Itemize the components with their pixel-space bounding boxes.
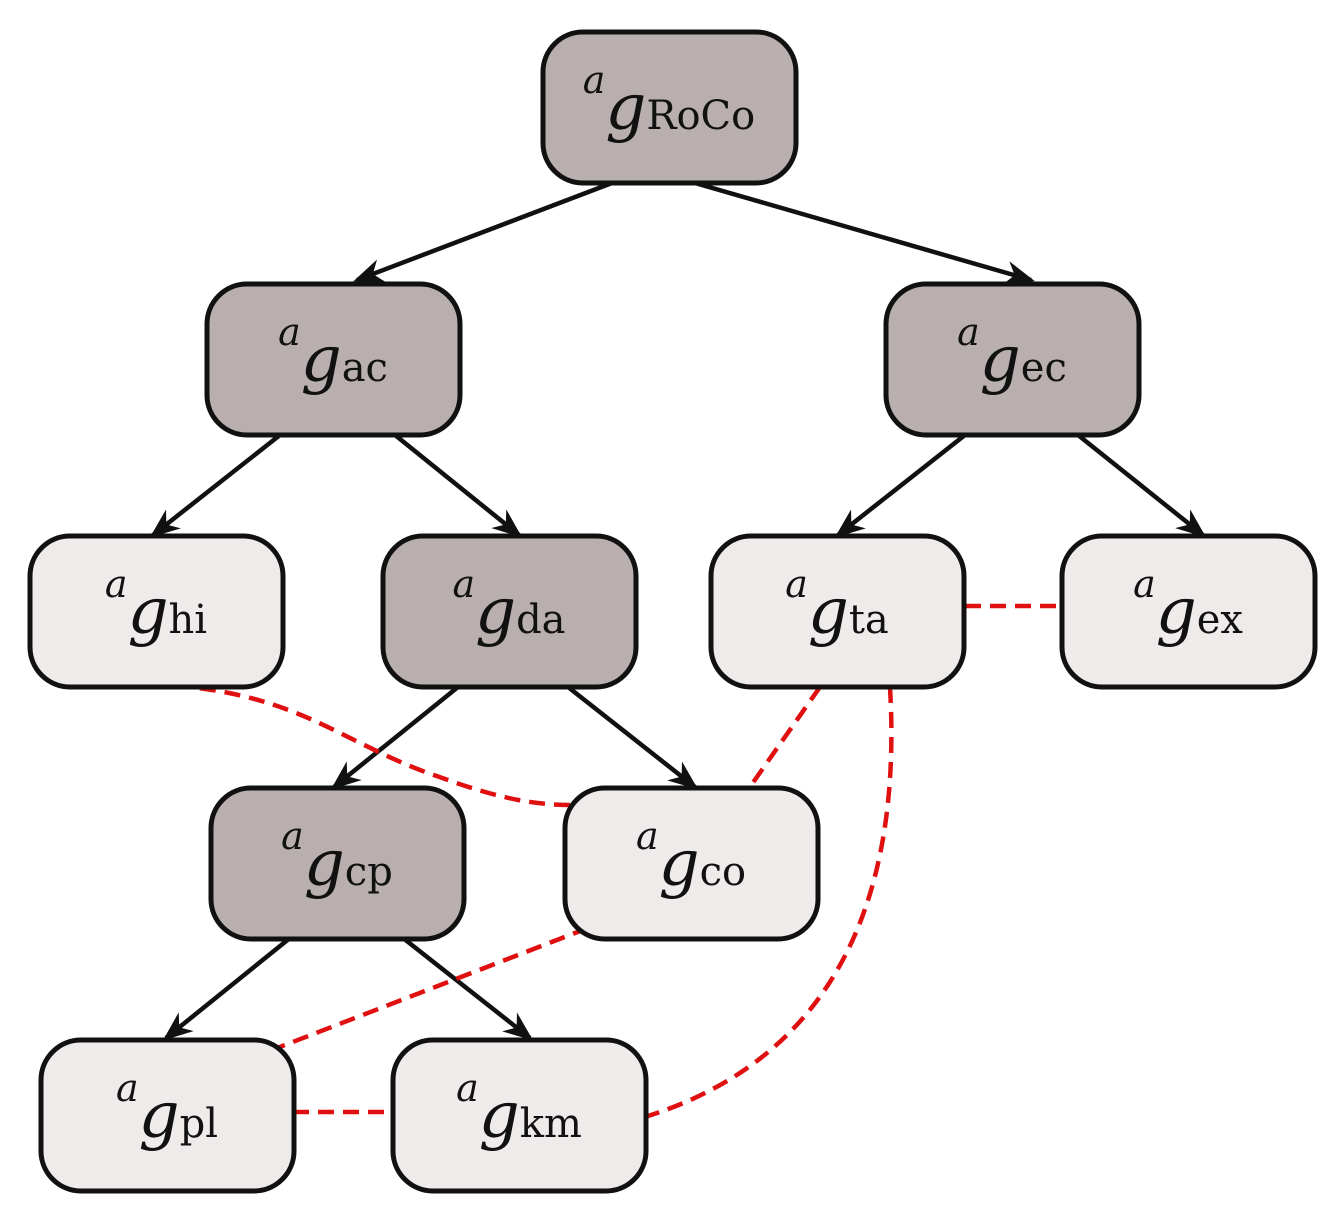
svg-text:agkm: agkm [456,1066,582,1153]
node-co: agco [562,785,821,942]
svg-text:agcp: agcp [281,814,393,901]
svg-text:agRoCo: agRoCo [583,58,756,145]
node-hi-prefix: a [105,562,128,606]
svg-text:agpl: agpl [116,1066,218,1153]
svg-text:agda: agda [452,562,565,649]
node-roco-symbol: g [605,71,646,145]
node-ac-subscript: ac [342,345,388,391]
svg-text:agec: agec [957,310,1067,397]
edge-da-co [566,685,699,790]
svg-text:aghi: aghi [105,562,207,649]
tree-edges [149,180,1207,1041]
node-ec-subscript: ec [1021,345,1067,391]
node-roco: agRoCo [540,29,799,186]
edge-cp-pl [162,936,292,1041]
edge-ac-da [393,433,523,538]
link-ta-co [750,685,822,786]
edge-da-cp [330,685,460,790]
node-ta: agta [708,533,967,690]
node-da-prefix: a [452,562,475,606]
edge-roco-ac [353,180,613,283]
node-ac-prefix: a [278,310,301,354]
node-ac-symbol: g [301,323,342,397]
node-km-symbol: g [479,1079,520,1153]
edge-ec-ex [1076,433,1207,538]
link-edges [149,603,1060,1120]
node-km: agkm [390,1037,649,1194]
node-pl-prefix: a [116,1066,139,1110]
node-ac: agac [204,281,463,438]
node-km-subscript: km [520,1101,582,1147]
node-ec-prefix: a [957,310,980,354]
node-da-symbol: g [475,575,516,649]
node-cp-symbol: g [304,827,345,901]
node-co-prefix: a [636,814,659,858]
node-pl-subscript: pl [180,1101,218,1147]
node-ta-symbol: g [808,575,849,649]
node-ex-symbol: g [1156,575,1197,649]
svg-text:agac: agac [278,310,388,397]
node-da: agda [380,533,639,690]
node-pl: agpl [38,1037,297,1194]
node-hi: aghi [27,533,286,690]
node-ex-subscript: ex [1197,597,1244,643]
node-roco-prefix: a [583,58,606,102]
node-co-subscript: co [700,849,746,895]
link-ta-km [644,686,894,1120]
svg-text:agex: agex [1133,562,1243,649]
node-ta-prefix: a [785,562,808,606]
node-ec: agec [883,281,1142,438]
node-da-subscript: da [516,597,565,643]
node-hi-symbol: g [128,575,169,649]
nodes: agRoCo agac agec aghi agda [27,29,1318,1194]
node-cp-subscript: cp [345,849,393,895]
edge-roco-ec [694,180,1035,285]
edge-ac-hi [149,433,282,538]
node-ta-subscript: ta [849,597,889,643]
svg-text:agta: agta [785,562,889,649]
link-hi-co [149,681,573,808]
link-co-pl [271,925,589,1053]
node-cp-prefix: a [281,814,304,858]
node-ex: agex [1059,533,1318,690]
node-cp: agcp [208,785,467,942]
node-ex-prefix: a [1133,562,1156,606]
edge-cp-km [401,936,534,1041]
node-hi-subscript: hi [169,597,208,643]
node-roco-subscript: RoCo [646,93,755,139]
node-km-prefix: a [456,1066,479,1110]
edge-ec-ta [834,433,967,538]
svg-text:agco: agco [636,814,746,901]
node-pl-symbol: g [139,1079,180,1153]
node-co-symbol: g [659,827,700,901]
node-ec-symbol: g [980,323,1021,397]
